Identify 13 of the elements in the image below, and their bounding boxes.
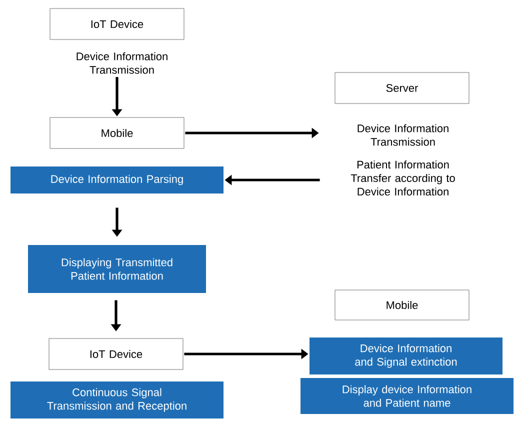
action-box: Continuous Signal Transmission and Reception (10, 382, 224, 418)
process-box: Mobile (50, 117, 184, 149)
step-label: Patient Information Transfer according to Device Information (350, 160, 455, 196)
action-box: Device Information and Signal extinction (310, 338, 502, 374)
process-box: Mobile (334, 290, 470, 320)
action-box: Display device Information and Patient name (300, 378, 514, 414)
process-box: IoT Device (48, 338, 184, 370)
step-label: Device Information Transmission (358, 124, 448, 146)
step-label: Device Information Transmission (76, 52, 168, 74)
process-box: IoT Device (50, 8, 184, 40)
action-box: Displaying Transmitted Patient Information (28, 245, 206, 293)
process-box: Server (334, 72, 470, 104)
action-box: Device Information Parsing (10, 166, 224, 194)
